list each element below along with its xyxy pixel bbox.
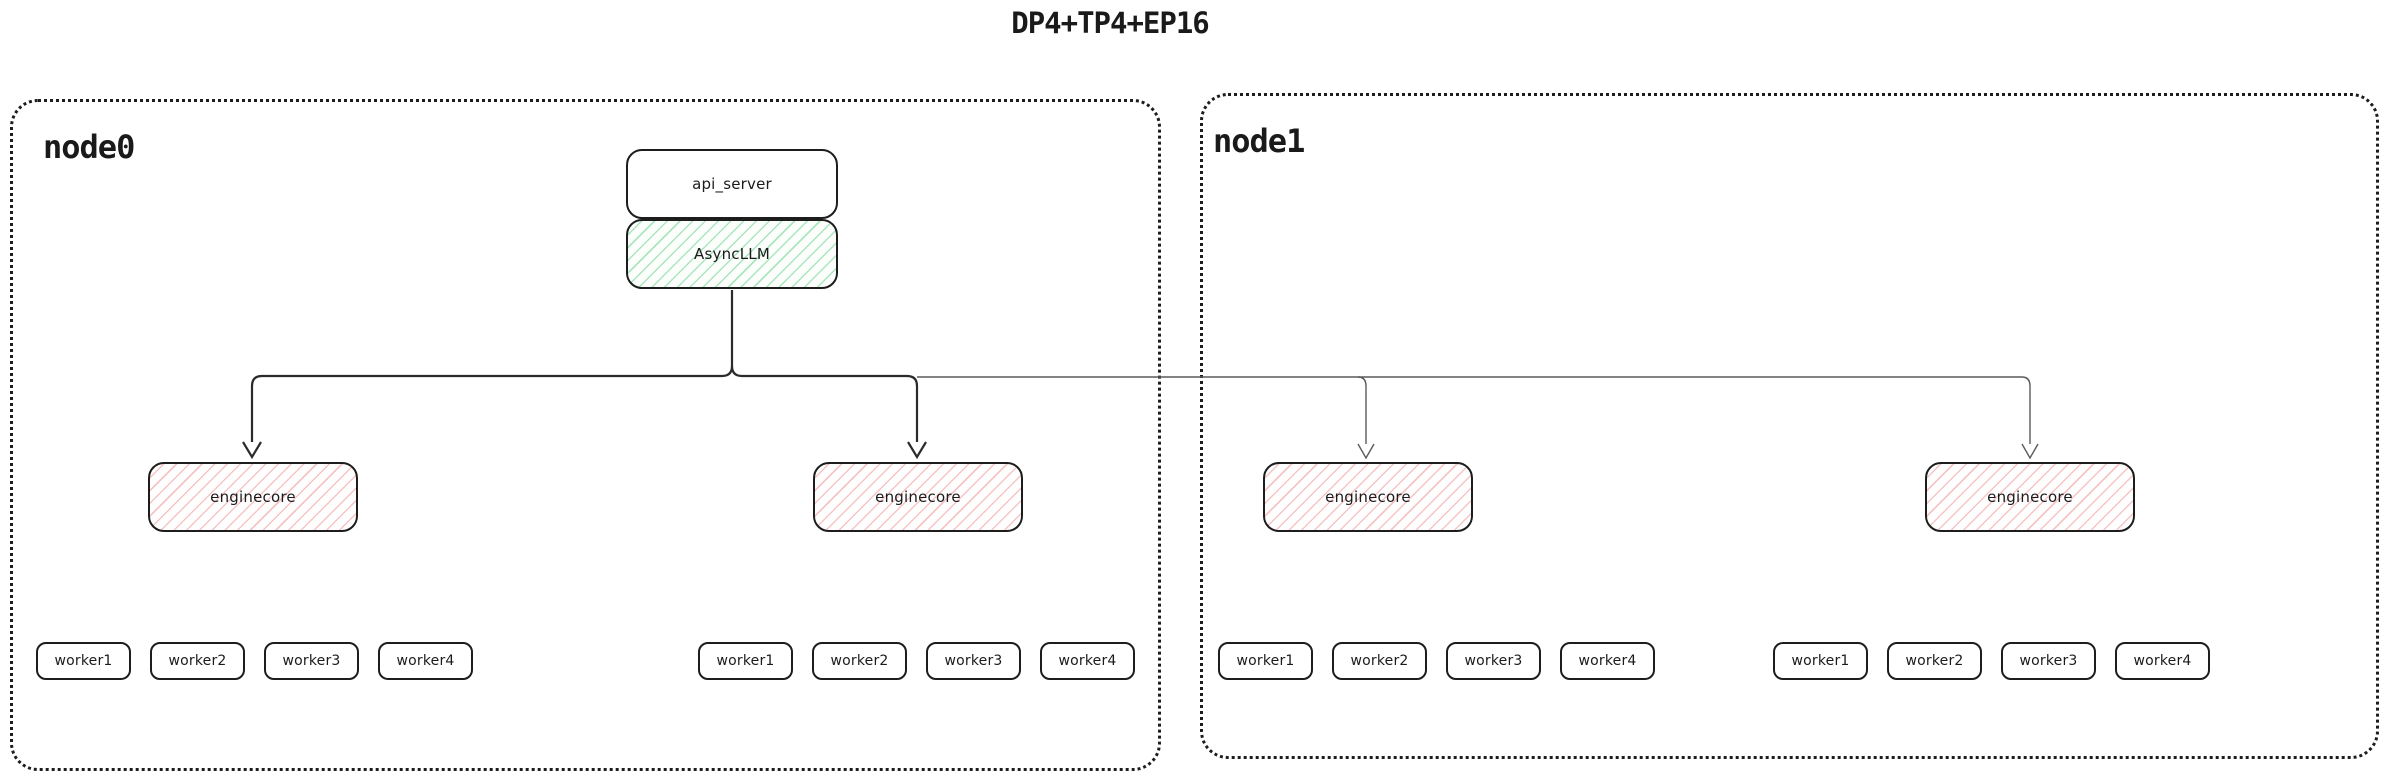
worker-row-node0-2: worker1 worker2 worker3 worker4: [698, 642, 1135, 680]
async-llm-box: AsyncLLM: [626, 219, 838, 289]
worker-box: worker4: [1560, 642, 1655, 680]
worker-row-node1-2: worker1 worker2 worker3 worker4: [1773, 642, 2210, 680]
node0-label: node0: [43, 128, 135, 166]
diagram-title: DP4+TP4+EP16: [1011, 6, 1210, 40]
node1-label: node1: [1213, 122, 1305, 160]
worker-box: worker4: [2115, 642, 2210, 680]
enginecore-box-node1-1: enginecore: [1263, 462, 1473, 532]
worker-box: worker3: [1446, 642, 1541, 680]
worker-box: worker3: [264, 642, 359, 680]
worker-box: worker4: [1040, 642, 1135, 680]
worker-box: worker1: [1773, 642, 1868, 680]
worker-box: worker3: [926, 642, 1021, 680]
worker-box: worker1: [36, 642, 131, 680]
worker-box: worker1: [698, 642, 793, 680]
enginecore-box-node0-2: enginecore: [813, 462, 1023, 532]
api-server-box: api_server: [626, 149, 838, 219]
enginecore-box-node1-2: enginecore: [1925, 462, 2135, 532]
worker-box: worker2: [1887, 642, 1982, 680]
enginecore-box-node0-1: enginecore: [148, 462, 358, 532]
worker-box: worker2: [812, 642, 907, 680]
worker-box: worker3: [2001, 642, 2096, 680]
worker-box: worker2: [150, 642, 245, 680]
worker-box: worker1: [1218, 642, 1313, 680]
worker-row-node0-1: worker1 worker2 worker3 worker4: [36, 642, 473, 680]
worker-box: worker4: [378, 642, 473, 680]
worker-row-node1-1: worker1 worker2 worker3 worker4: [1218, 642, 1655, 680]
worker-box: worker2: [1332, 642, 1427, 680]
